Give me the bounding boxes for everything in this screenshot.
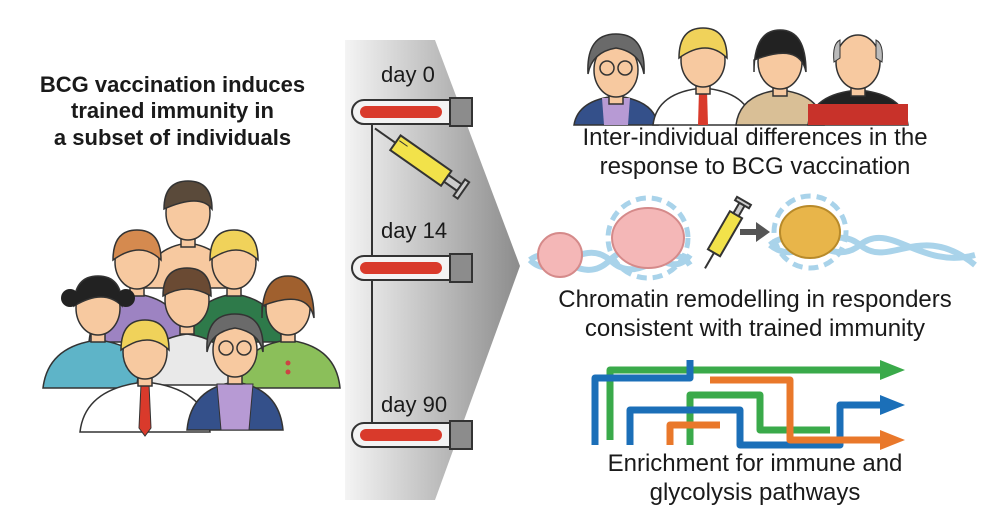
finding-1-line-2: response to BCG vaccination xyxy=(599,152,911,180)
four-individuals-illustration xyxy=(573,27,909,126)
crowd-illustration xyxy=(42,180,341,437)
finding-chromatin: Chromatin remodelling in responders cons… xyxy=(520,286,990,344)
timepoint-day-14: day 14 xyxy=(381,218,448,243)
blood-tube-day0 xyxy=(351,97,473,127)
syringe-icon xyxy=(374,127,471,200)
finding-1-line-1: Inter-individual differences in the xyxy=(582,124,928,151)
syringe-small-icon xyxy=(704,195,753,269)
finding-2-line-2: consistent with trained immunity xyxy=(584,314,926,342)
finding-enrichment: Enrichment for immune and glycolysis pat… xyxy=(520,450,990,508)
pathway-diagram xyxy=(591,360,905,450)
finding-3-line-1: Enrichment for immune and xyxy=(607,450,903,477)
blood-tube-day14 xyxy=(351,253,473,283)
headline-line-2: trained immunity in xyxy=(71,98,274,124)
blood-tube-day90 xyxy=(351,420,473,450)
chromatin-illustration xyxy=(527,193,977,281)
arrowhead-green xyxy=(880,360,905,380)
nucleosome-open xyxy=(779,205,841,259)
nucleosome-large xyxy=(611,207,685,269)
nucleosome-small xyxy=(537,232,583,278)
headline-line-1: BCG vaccination induces xyxy=(39,72,306,97)
finding-2-line-1: Chromatin remodelling in responders xyxy=(558,286,952,313)
headline: BCG vaccination induces trained immunity… xyxy=(0,72,345,151)
finding-inter-individual: Inter-individual differences in the resp… xyxy=(520,124,990,182)
finding-3-line-2: glycolysis pathways xyxy=(649,478,861,506)
timepoint-day-90: day 90 xyxy=(381,392,448,417)
remodel-arrow xyxy=(756,222,770,242)
arrowhead-blue xyxy=(880,395,905,415)
timepoint-day-0: day 0 xyxy=(381,62,435,87)
arrowhead-orange xyxy=(880,430,905,450)
headline-line-3: a subset of individuals xyxy=(53,124,292,150)
